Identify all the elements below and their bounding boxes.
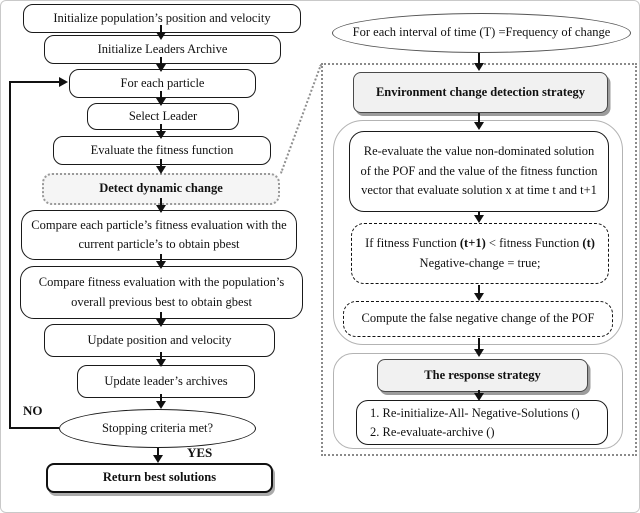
arrow-down xyxy=(160,352,162,360)
arrow-down xyxy=(478,212,480,217)
arrow-down xyxy=(478,285,480,294)
arrow-down-head xyxy=(156,401,166,409)
arrow-down xyxy=(160,254,162,262)
response-action-1: 1. Re-initialize-All- Negative-Solutions… xyxy=(370,405,580,420)
arrow-down-head xyxy=(156,131,166,139)
no-loop-line-bottom xyxy=(9,427,60,429)
condition-text: < fitness Function xyxy=(485,236,583,251)
arrow-down-head xyxy=(474,63,484,71)
reevaluate-line-2: of the POF and the value of the fitness … xyxy=(360,163,598,178)
arrow-down-head xyxy=(156,166,166,174)
flow-node-interval-of-time: For each interval of time (T) =Frequency… xyxy=(332,13,631,53)
flow-node-compare-gbest: Compare fitness evaluation with the popu… xyxy=(20,266,303,319)
arrow-down-head xyxy=(156,98,166,106)
callout-dotted-line xyxy=(280,64,322,174)
arrow-down-head xyxy=(156,64,166,72)
arrow-down xyxy=(160,91,162,99)
flow-node-response-actions: 1. Re-initialize-All- Negative-Solutions… xyxy=(356,400,608,445)
arrow-down xyxy=(160,394,162,402)
arrow-down xyxy=(160,198,162,206)
condition-t: (t) xyxy=(582,236,595,251)
yes-arrow-head xyxy=(153,455,163,463)
arrow-down-head xyxy=(474,215,484,223)
reevaluate-line-3: vector that evaluate solution x at time … xyxy=(361,183,597,198)
response-action-2: 2. Re-evaluate-archive () xyxy=(370,424,495,439)
yes-arrow xyxy=(157,448,159,456)
arrow-down-head xyxy=(156,261,166,269)
flow-node-for-each-particle: For each particle xyxy=(69,69,256,98)
arrow-down xyxy=(160,312,162,320)
no-label: NO xyxy=(23,403,43,418)
flow-node-compare-pbest: Compare each particle’s fitness evaluati… xyxy=(21,210,297,260)
arrow-down xyxy=(478,113,480,123)
yes-label: YES xyxy=(187,445,213,460)
arrow-down xyxy=(160,57,162,65)
flow-node-response-strategy-title: The response strategy xyxy=(377,359,588,392)
arrow-down-head xyxy=(156,359,166,367)
flow-node-compute-false-negative: Compute the false negative change of the… xyxy=(343,301,613,337)
flow-node-detection-strategy-title: Environment change detection strategy xyxy=(353,72,608,113)
flow-node-fitness-condition: If fitness Function (t+1) < fitness Func… xyxy=(351,223,609,284)
no-loop-line-top xyxy=(9,81,61,83)
arrow-down-head xyxy=(156,319,166,327)
flow-node-return-best-solutions: Return best solutions xyxy=(46,463,273,493)
arrow-down xyxy=(478,338,480,350)
no-loop-arrow-head xyxy=(59,77,68,87)
detection-group-container xyxy=(333,120,623,345)
flow-node-stopping-criteria: Stopping criteria met? xyxy=(59,409,256,448)
arrow-down-head xyxy=(156,205,166,213)
condition-text: If fitness Function xyxy=(365,236,460,251)
reevaluate-line-1: Re-evaluate the value non-dominated solu… xyxy=(363,144,595,159)
arrow-down-head xyxy=(474,293,484,301)
arrow-down-head xyxy=(474,393,484,401)
flow-node-update-leader-archives: Update leader’s archives xyxy=(77,365,255,398)
flow-node-initialize-population: Initialize population’s position and vel… xyxy=(23,4,301,33)
condition-line-2: Negative-change = true; xyxy=(419,255,541,270)
flow-node-select-leader: Select Leader xyxy=(87,103,239,130)
arrow-down xyxy=(160,159,162,167)
arrow-down-head xyxy=(156,32,166,40)
flow-node-reevaluate-pof: Re-evaluate the value non-dominated solu… xyxy=(349,131,609,212)
no-loop-line-vertical xyxy=(9,82,11,428)
arrow-down xyxy=(160,25,162,33)
arrow-down xyxy=(478,53,480,64)
arrow-down-head xyxy=(474,122,484,130)
condition-t-plus-1: (t+1) xyxy=(459,236,486,251)
flow-node-evaluate-fitness: Evaluate the fitness function xyxy=(53,136,271,165)
condition-line-1: If fitness Function (t+1) < fitness Func… xyxy=(365,234,595,253)
arrow-down xyxy=(478,390,480,394)
arrow-down-head xyxy=(474,349,484,357)
arrow-down xyxy=(160,124,162,132)
